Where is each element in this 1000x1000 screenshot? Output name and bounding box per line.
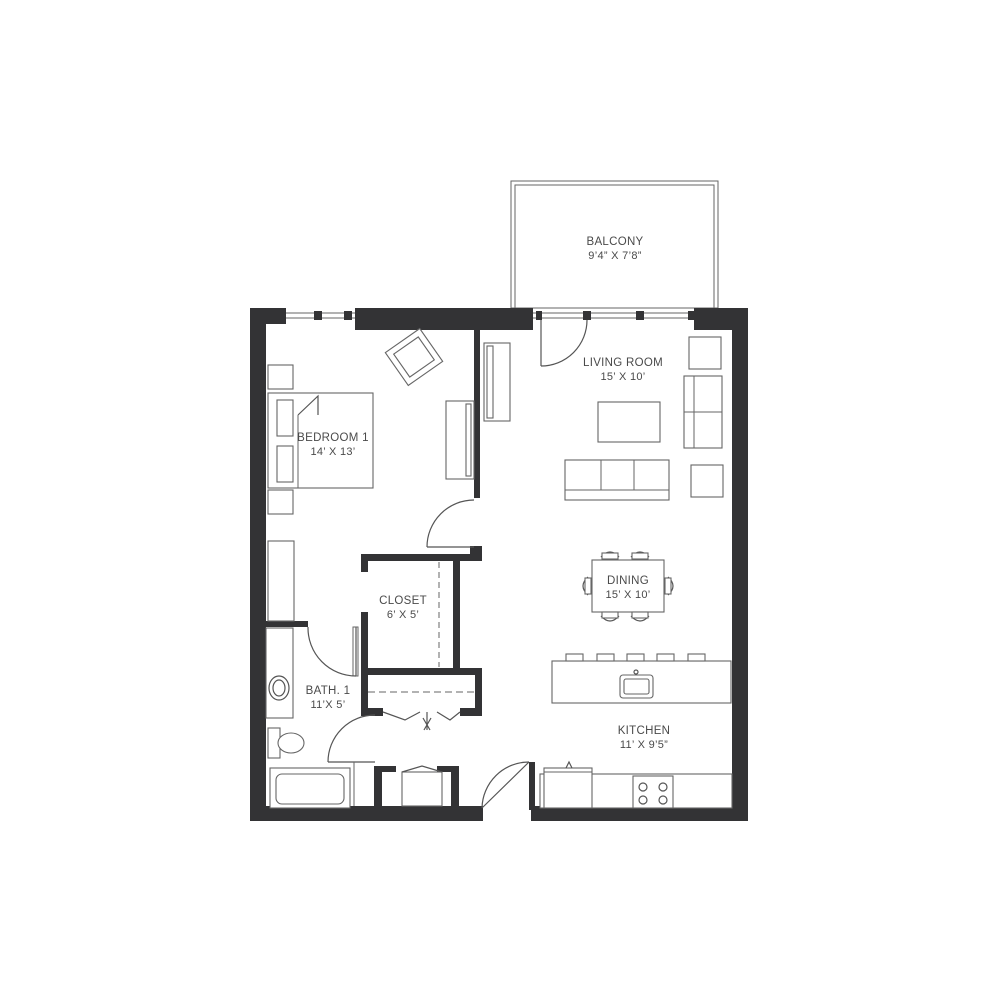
room-labels: BALCONY 9’4” X 7’8” LIVING ROOM 15’ X 10… [297, 236, 670, 751]
dining-label: DINING [607, 575, 649, 587]
balcony-label: BALCONY [586, 236, 643, 248]
doors [307, 319, 588, 809]
kitchen-dims: 11’ X 9’5” [620, 739, 668, 751]
bedroom-1-label: BEDROOM 1 [297, 432, 369, 444]
kitchen-label: KITCHEN [618, 725, 671, 737]
walls [250, 308, 748, 821]
balcony-dims: 9’4” X 7’8” [588, 250, 641, 262]
closet-dims: 6’ X 5’ [387, 609, 419, 621]
dining-dims: 15’ X 10’ [605, 589, 650, 601]
bath-1-label: BATH. 1 [306, 685, 351, 697]
balcony [510, 180, 719, 309]
bedroom-1-dims: 14’ X 13’ [310, 446, 355, 458]
bedroom-furniture [267, 327, 475, 622]
living-room-furniture [483, 336, 724, 501]
windows [286, 311, 696, 320]
living-room-label: LIVING ROOM [583, 357, 663, 369]
bath-1-dims: 11’X 5’ [311, 699, 346, 711]
bath-fixtures [265, 627, 443, 809]
living-room-dims: 15’ X 10’ [600, 371, 645, 383]
closet-interior [368, 562, 475, 693]
closet-label: CLOSET [379, 595, 427, 607]
kitchen-fixtures [539, 653, 733, 809]
dining-furniture [582, 551, 674, 622]
